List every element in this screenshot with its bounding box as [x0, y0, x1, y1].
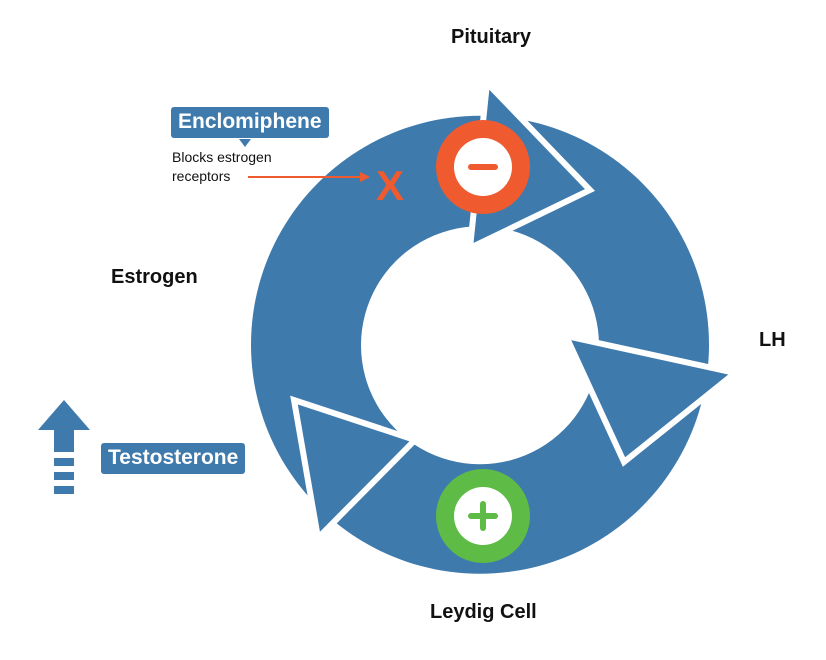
block-mark: X: [376, 162, 404, 209]
testosterone-tag: Testosterone: [101, 443, 246, 474]
enclomiphene-note: Blocks estrogen receptors: [172, 148, 272, 186]
note-line-2: receptors: [172, 168, 231, 184]
node-lh: LH: [759, 329, 786, 351]
node-estrogen: Estrogen: [111, 266, 198, 288]
minus-icon: [468, 164, 498, 170]
plus-icon: [468, 501, 498, 531]
node-pituitary: Pituitary: [451, 26, 532, 48]
note-line-1: Blocks estrogen: [172, 149, 272, 165]
enclomiphene-tag: Enclomiphene: [171, 107, 329, 138]
node-leydig-cell: Leydig Cell: [430, 601, 537, 623]
block-pointer: [248, 172, 370, 182]
stimulate-badge: [436, 469, 530, 563]
tag-tail: [239, 139, 251, 147]
inhibit-badge: [436, 120, 530, 214]
increase-arrow-icon: [38, 400, 90, 494]
